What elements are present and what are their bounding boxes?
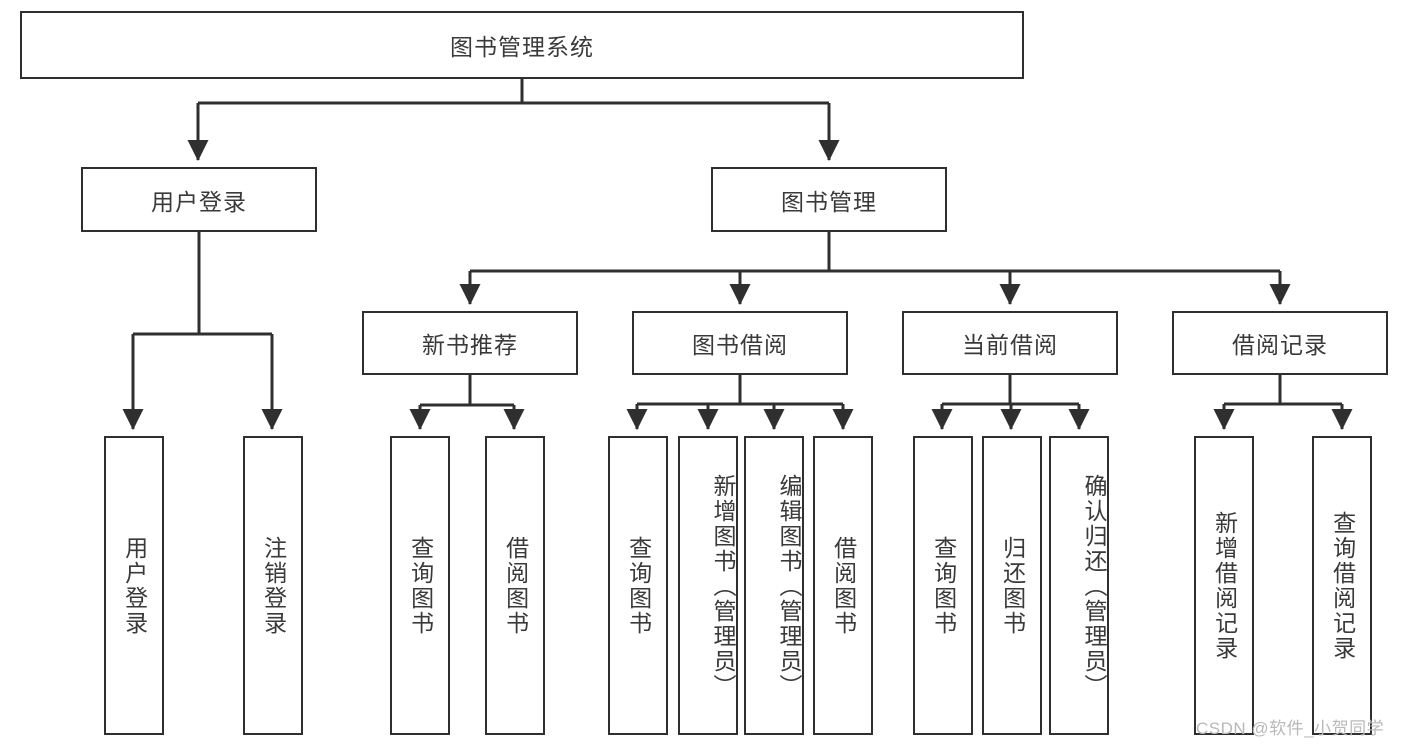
node-leaf-add-book-admin-label: 新增图书（管理员） [710,474,736,699]
node-leaf-query-book-1-label: 查询图书 [407,535,434,636]
node-borrow-record[interactable]: 借阅记录 [1172,311,1388,375]
node-leaf-user-login[interactable]: 用户登录 [104,436,164,735]
node-new-book-recommend[interactable]: 新书推荐 [362,311,578,375]
node-leaf-add-borrow-record-label: 新增借阅记录 [1211,510,1238,661]
node-leaf-borrow-book-1-label: 借阅图书 [502,535,529,636]
node-leaf-logout-label: 注销登录 [260,535,287,636]
node-leaf-query-book-3[interactable]: 查询图书 [913,436,973,735]
node-new-book-recommend-label: 新书推荐 [422,332,518,358]
node-leaf-borrow-book-2-label: 借阅图书 [830,535,857,636]
node-book-borrow-label: 图书借阅 [692,332,788,358]
node-leaf-borrow-book-2[interactable]: 借阅图书 [813,436,873,735]
node-leaf-query-borrow-record-label: 查询借阅记录 [1329,510,1356,661]
node-book-borrow[interactable]: 图书借阅 [632,311,848,375]
node-leaf-user-login-label: 用户登录 [121,535,148,636]
node-leaf-confirm-return-admin-label: 确认归还（管理员） [1081,474,1107,699]
node-leaf-query-book-1[interactable]: 查询图书 [390,436,450,735]
node-leaf-logout[interactable]: 注销登录 [243,436,303,735]
node-leaf-add-borrow-record[interactable]: 新增借阅记录 [1194,436,1254,735]
node-book-management[interactable]: 图书管理 [711,167,947,232]
node-leaf-query-borrow-record[interactable]: 查询借阅记录 [1312,436,1372,735]
node-user-login-label: 用户登录 [151,188,247,215]
node-current-borrow[interactable]: 当前借阅 [902,311,1118,375]
node-leaf-query-book-2[interactable]: 查询图书 [608,436,668,735]
node-current-borrow-label: 当前借阅 [962,332,1058,358]
node-leaf-return-book-label: 归还图书 [999,535,1026,636]
node-leaf-return-book[interactable]: 归还图书 [982,436,1042,735]
node-root-label: 图书管理系统 [450,34,594,60]
node-leaf-confirm-return-admin[interactable]: 确认归还（管理员） [1049,436,1109,735]
csdn-watermark: CSDN @软件_小贺同学 [1196,719,1385,738]
node-user-login[interactable]: 用户登录 [81,167,317,232]
node-borrow-record-label: 借阅记录 [1232,332,1328,358]
node-leaf-query-book-2-label: 查询图书 [625,535,652,636]
node-root[interactable]: 图书管理系统 [20,11,1024,79]
node-leaf-edit-book-admin-label: 编辑图书（管理员） [776,474,802,699]
node-leaf-add-book-admin[interactable]: 新增图书（管理员） [678,436,738,735]
node-book-management-label: 图书管理 [781,188,877,215]
node-leaf-query-book-3-label: 查询图书 [930,535,957,636]
node-leaf-edit-book-admin[interactable]: 编辑图书（管理员） [744,436,804,735]
node-leaf-borrow-book-1[interactable]: 借阅图书 [485,436,545,735]
